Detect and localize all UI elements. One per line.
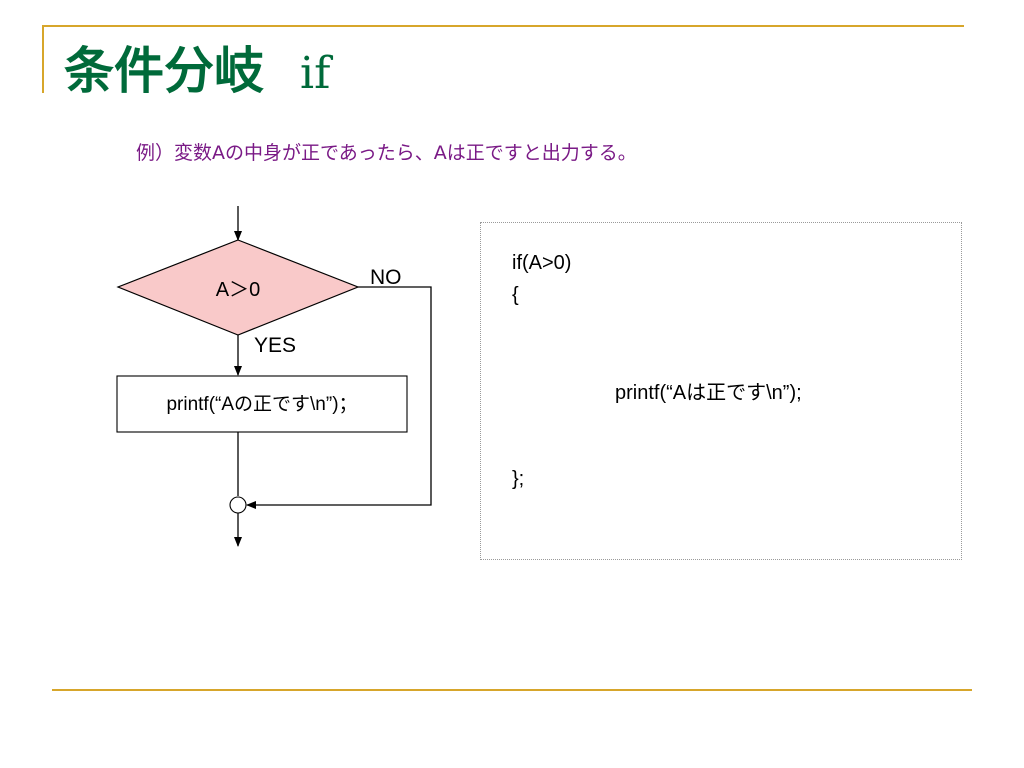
condition-label: A＞0 bbox=[216, 279, 260, 301]
title-keyword: if bbox=[300, 48, 331, 99]
code-line-open-brace: { bbox=[512, 284, 519, 306]
code-line-close-brace: }; bbox=[512, 468, 525, 490]
bottom-rule bbox=[52, 689, 972, 691]
title-text: 条件分岐 bbox=[64, 42, 264, 100]
code-line-if: if(A>0) bbox=[512, 252, 572, 274]
no-label: NO bbox=[370, 266, 402, 289]
slide-title: 条件分岐 if bbox=[64, 36, 330, 106]
no-path bbox=[246, 286, 432, 509]
example-text: 例）変数Aの中身が正であったら、Aは正ですと出力する。 bbox=[136, 142, 637, 164]
top-rule bbox=[42, 25, 964, 27]
join-connector bbox=[229, 496, 247, 514]
left-rule bbox=[42, 25, 44, 93]
yes-label: YES bbox=[254, 334, 296, 357]
code-line-printf: printf(“Aは正です\n”); bbox=[615, 382, 802, 404]
process-label: printf(“Aの正です\n”)； bbox=[166, 394, 357, 415]
process-box bbox=[116, 375, 408, 433]
code-box: if(A>0) { printf(“Aは正です\n”); }; bbox=[480, 222, 962, 560]
